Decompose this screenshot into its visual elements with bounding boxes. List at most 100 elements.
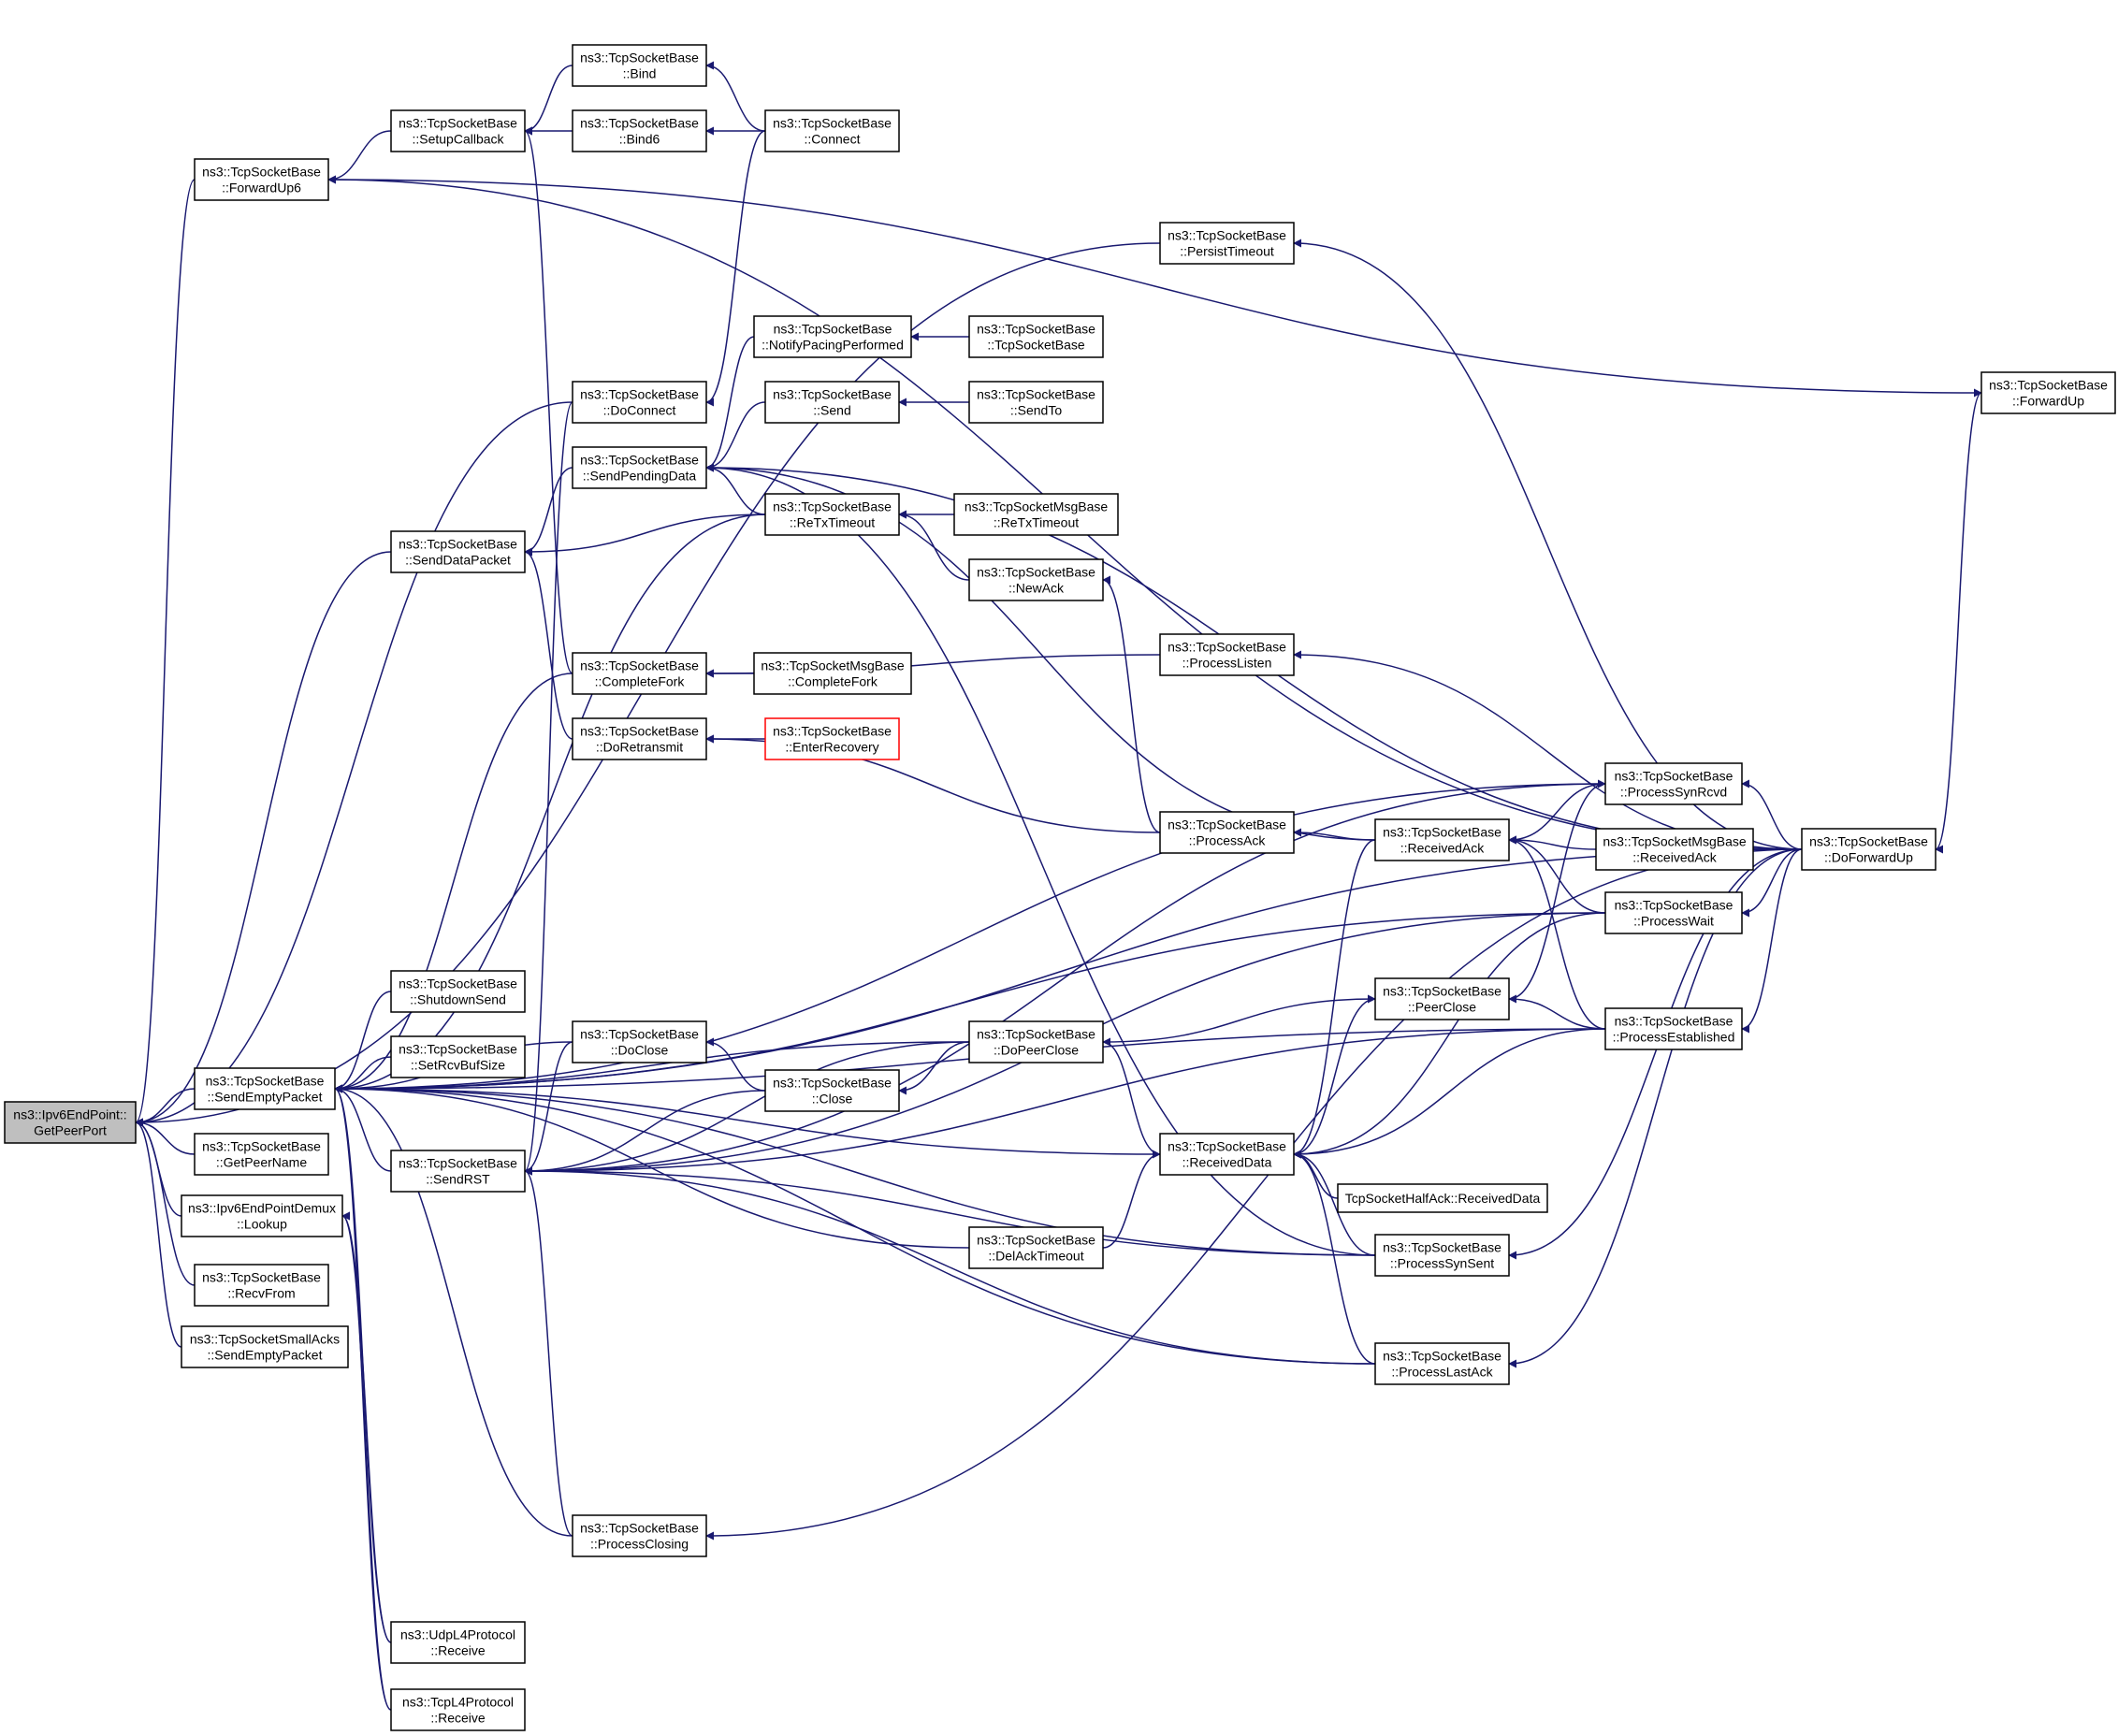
call-edge-established-to-receiveddata [1293, 1028, 1606, 1159]
call-edge-fwdup6-to-root [135, 179, 196, 1127]
node-label: ::Receive [430, 1643, 486, 1658]
node-label: ::SendEmptyPacket [208, 1348, 323, 1363]
call-edge-sendrst-to-sendempty [334, 1084, 392, 1172]
node-bind[interactable]: ns3::TcpSocketBase::Bind [572, 44, 707, 87]
node-box [194, 158, 329, 201]
node-doconnect[interactable]: ns3::TcpSocketBase::DoConnect [572, 381, 707, 424]
node-setupcb[interactable]: ns3::TcpSocketBase::SetupCallback [390, 109, 526, 152]
node-box [1159, 1133, 1295, 1176]
node-label: ns3::TcpSocketBase [1809, 834, 1928, 849]
node-label: ns3::UdpL4Protocol [400, 1628, 515, 1642]
node-newack[interactable]: ns3::TcpSocketBase::NewAck [968, 558, 1104, 601]
node-doforwardup[interactable]: ns3::TcpSocketBase::DoForwardUp [1801, 828, 1937, 871]
node-sendto[interactable]: ns3::TcpSocketBase::SendTo [968, 381, 1104, 424]
node-closing[interactable]: ns3::TcpSocketBase::ProcessClosing [572, 1514, 707, 1557]
node-label: ::DoPeerClose [994, 1043, 1079, 1058]
node-root[interactable]: ns3::Ipv6EndPoint::GetPeerPort [4, 1101, 137, 1144]
node-label: ::SetupCallback [412, 132, 504, 147]
call-edge-bind-to-setupcb [524, 65, 573, 136]
node-label: ns3::TcpSocketBase [977, 1027, 1095, 1042]
node-setrcvbuf[interactable]: ns3::TcpSocketBase::SetRcvBufSize [390, 1035, 526, 1078]
node-label: ::Bind [623, 66, 657, 81]
node-notifypacing[interactable]: ns3::TcpSocketBase::NotifyPacingPerforme… [753, 315, 912, 358]
node-box [1374, 818, 1510, 861]
node-bind6[interactable]: ns3::TcpSocketBase::Bind6 [572, 109, 707, 152]
node-recvfrom[interactable]: ns3::TcpSocketBase::RecvFrom [194, 1264, 329, 1307]
node-peerclose[interactable]: ns3::TcpSocketBase::PeerClose [1374, 977, 1510, 1020]
node-synrcvd[interactable]: ns3::TcpSocketBase::ProcessSynRcvd [1604, 762, 1743, 805]
node-msgcompletefork[interactable]: ns3::TcpSocketMsgBase::CompleteFork [753, 652, 912, 695]
node-lookup[interactable]: ns3::Ipv6EndPointDemux::Lookup [181, 1194, 343, 1237]
node-synsent[interactable]: ns3::TcpSocketBase::ProcessSynSent [1374, 1234, 1510, 1277]
node-box [1337, 1183, 1548, 1213]
node-box [764, 109, 900, 152]
node-box [4, 1101, 137, 1144]
call-edge-connect-to-doconnect [705, 130, 766, 407]
node-box [953, 493, 1119, 536]
node-processack[interactable]: ns3::TcpSocketBase::ProcessAck [1159, 811, 1295, 854]
node-dopeerclose[interactable]: ns3::TcpSocketBase::DoPeerClose [968, 1020, 1104, 1063]
node-label: ns3::TcpSocketBase [773, 1076, 892, 1091]
node-label: ns3::TcpL4Protocol [402, 1695, 514, 1710]
node-completefork[interactable]: ns3::TcpSocketBase::CompleteFork [572, 652, 707, 695]
node-label: ::ReTxTimeout [994, 515, 1079, 530]
node-label: ns3::TcpSocketMsgBase [761, 658, 905, 673]
node-established[interactable]: ns3::TcpSocketBase::ProcessEstablished [1604, 1007, 1743, 1050]
node-msgretx[interactable]: ns3::TcpSocketMsgBase::ReTxTimeout [953, 493, 1119, 536]
node-senddata[interactable]: ns3::TcpSocketBase::SendDataPacket [390, 530, 526, 573]
node-processwait[interactable]: ns3::TcpSocketBase::ProcessWait [1604, 891, 1743, 934]
node-label: ::SendRST [426, 1172, 490, 1187]
node-sendrst[interactable]: ns3::TcpSocketBase::SendRST [390, 1150, 526, 1193]
call-edge-fwdup-to-doforwardup [1935, 392, 1982, 854]
call-edge-dopeerclose-to-peerclose [1102, 994, 1376, 1043]
node-label: ::GetPeerName [216, 1155, 307, 1170]
node-enterrecovery[interactable]: ns3::TcpSocketBase::EnterRecovery [764, 717, 900, 760]
node-delack[interactable]: ns3::TcpSocketBase::DelAckTimeout [968, 1226, 1104, 1269]
node-label: ns3::TcpSocketBase [773, 116, 892, 131]
call-edge-doforwardup-to-sendempty [334, 848, 1803, 1093]
node-label: ::Bind6 [619, 132, 660, 147]
node-box [572, 1020, 707, 1063]
node-fwdup6[interactable]: ns3::TcpSocketBase::ForwardUp6 [194, 158, 329, 201]
node-label: ns3::TcpSocketBase [773, 499, 892, 514]
node-halfack[interactable]: TcpSocketHalfAck::ReceivedData [1337, 1183, 1548, 1213]
node-udprecv[interactable]: ns3::UdpL4Protocol::Receive [390, 1621, 526, 1664]
node-send[interactable]: ns3::TcpSocketBase::Send [764, 381, 900, 424]
node-ctor[interactable]: ns3::TcpSocketBase::TcpSocketBase [968, 315, 1104, 358]
node-fwdup[interactable]: ns3::TcpSocketBase::ForwardUp [1980, 371, 2116, 414]
node-label: ns3::TcpSocketBase [206, 1074, 325, 1089]
node-receiveddata[interactable]: ns3::TcpSocketBase::ReceivedData [1159, 1133, 1295, 1176]
node-label: ::ProcessLastAck [1391, 1365, 1493, 1380]
call-edge-synsent-to-sendrst [524, 1166, 1376, 1256]
node-label: ::ProcessSynSent [1390, 1256, 1494, 1271]
node-label: ::ReceivedData [1182, 1155, 1272, 1170]
node-docloseN[interactable]: ns3::TcpSocketBase::DoClose [572, 1020, 707, 1063]
node-label: ::TcpSocketBase [987, 338, 1084, 353]
call-edge-processwait-to-receivedack [1508, 835, 1606, 914]
call-edge-lastack-to-sendrst [524, 1166, 1376, 1365]
node-shutdownsend[interactable]: ns3::TcpSocketBase::ShutdownSend [390, 970, 526, 1013]
node-persist[interactable]: ns3::TcpSocketBase::PersistTimeout [1159, 222, 1295, 265]
node-processlisten[interactable]: ns3::TcpSocketBase::ProcessListen [1159, 633, 1295, 676]
node-sendempty[interactable]: ns3::TcpSocketBase::SendEmptyPacket [194, 1067, 336, 1110]
call-edge-setupcb-to-fwdup6 [327, 130, 392, 184]
node-doretransmit[interactable]: ns3::TcpSocketBase::DoRetransmit [572, 717, 707, 760]
node-close[interactable]: ns3::TcpSocketBase::Close [764, 1069, 900, 1112]
node-msgreceivedack[interactable]: ns3::TcpSocketMsgBase::ReceivedAck [1595, 828, 1754, 871]
node-box [968, 381, 1104, 424]
node-retx[interactable]: ns3::TcpSocketBase::ReTxTimeout [764, 493, 900, 536]
call-edge-completefork-to-sendempty [334, 673, 573, 1093]
node-label: ::ProcessClosing [590, 1537, 689, 1552]
node-receivedack[interactable]: ns3::TcpSocketBase::ReceivedAck [1374, 818, 1510, 861]
node-label: ::CompleteFork [595, 674, 686, 689]
node-connect[interactable]: ns3::TcpSocketBase::Connect [764, 109, 900, 152]
node-label: ::ProcessWait [1633, 914, 1714, 929]
node-label: ::DoClose [611, 1043, 669, 1058]
node-label: ::SendPendingData [583, 469, 697, 484]
node-sendpending[interactable]: ns3::TcpSocketBase::SendPendingData [572, 446, 707, 489]
node-box [572, 652, 707, 695]
node-tcprecv[interactable]: ns3::TcpL4Protocol::Receive [390, 1688, 526, 1731]
node-lastack[interactable]: ns3::TcpSocketBase::ProcessLastAck [1374, 1342, 1510, 1385]
node-getpeername[interactable]: ns3::TcpSocketBase::GetPeerName [194, 1133, 329, 1176]
node-smallacks[interactable]: ns3::TcpSocketSmallAcks::SendEmptyPacket [181, 1325, 349, 1368]
